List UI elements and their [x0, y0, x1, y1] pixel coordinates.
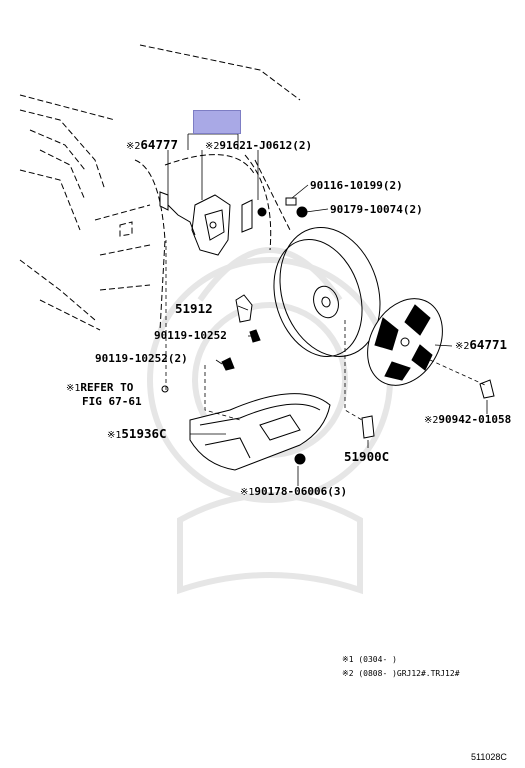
spare-cover-plate — [367, 298, 443, 386]
wheel-protector — [189, 393, 331, 471]
label-51936c[interactable]: ※151936C — [107, 426, 167, 441]
note-1: ※1 (0304- ) — [342, 655, 397, 664]
label-90116-10199[interactable]: 90116-10199(2) — [310, 179, 403, 192]
label-51900c[interactable]: 51900C — [344, 449, 390, 464]
label-90119-10252-a[interactable]: 90119-10252 — [154, 329, 227, 342]
figure-code: 511028C — [471, 752, 507, 762]
label-51912[interactable]: 51912 — [175, 301, 213, 316]
leader-lines — [165, 133, 488, 486]
label-64771[interactable]: ※264771 — [455, 337, 508, 352]
carrier-bracket — [159, 191, 267, 256]
label-fig-67-61[interactable]: FIG 67-61 — [82, 395, 142, 408]
label-90942-01058[interactable]: ※290942-01058 — [424, 413, 512, 427]
hinge-part — [235, 294, 261, 343]
label-64777[interactable]: ※264777 — [126, 137, 179, 152]
label-refer-to[interactable]: ※1REFER TO — [66, 381, 134, 395]
label-91621-j0612[interactable]: ※291621-J0612(2) — [205, 139, 313, 153]
label-90178-06006[interactable]: ※190178-06006(3) — [240, 485, 348, 499]
highlight-box — [193, 110, 241, 134]
label-90119-10252-b[interactable]: 90119-10252(2) — [95, 352, 188, 365]
vehicle-outline — [19, 44, 301, 331]
hardware — [161, 197, 495, 465]
spare-tire — [273, 227, 381, 358]
note-2: ※2 (0808- )GRJ12#.TRJ12# — [342, 669, 460, 678]
label-90179-10074[interactable]: 90179-10074(2) — [330, 203, 423, 216]
